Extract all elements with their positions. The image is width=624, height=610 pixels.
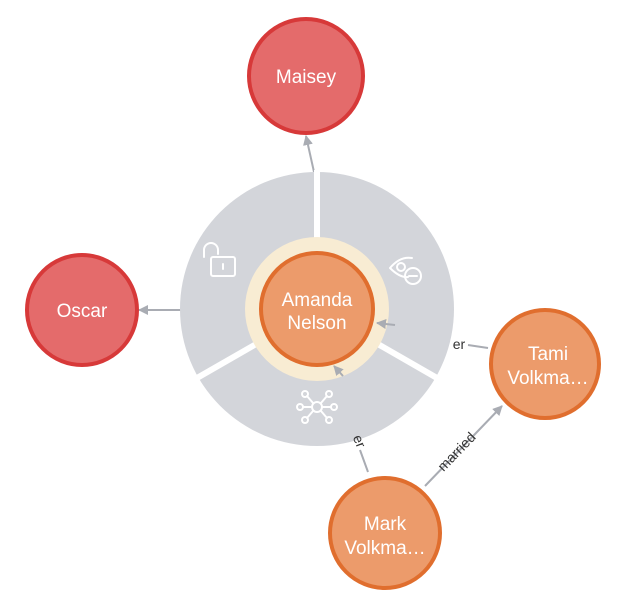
edge-mark-amanda[interactable] xyxy=(359,449,369,473)
node-circle xyxy=(489,308,601,420)
edge-stub xyxy=(333,365,344,377)
node-mark-volkman[interactable]: Mark Volkma… xyxy=(328,476,442,590)
edge-mark-tami[interactable] xyxy=(424,405,503,487)
node-circle xyxy=(247,17,365,135)
node-maisey[interactable]: Maisey xyxy=(247,17,365,135)
unlock-icon[interactable] xyxy=(203,242,236,277)
node-amanda-nelson[interactable]: Amanda Nelson xyxy=(245,237,389,381)
expand-relationships-icon[interactable] xyxy=(296,390,338,424)
node-label: Volkma… xyxy=(507,368,588,389)
edge-tami-amanda[interactable] xyxy=(467,344,489,349)
node-circle xyxy=(25,253,139,367)
node-label: Mark xyxy=(364,514,407,535)
node-label: Tami xyxy=(528,344,568,365)
node-tami-volkman[interactable]: Tami Volkma… xyxy=(489,308,601,420)
node-label: Oscar xyxy=(57,301,108,322)
edge-label-married: married xyxy=(434,429,478,474)
node-label: Volkma… xyxy=(344,538,425,559)
node-label: Maisey xyxy=(276,67,337,88)
node-circle xyxy=(259,251,375,367)
edge-stub xyxy=(376,319,396,329)
node-circle xyxy=(328,476,442,590)
node-oscar[interactable]: Oscar xyxy=(25,253,139,367)
edge-label-truncated: er xyxy=(453,336,466,352)
node-label: Nelson xyxy=(287,313,346,334)
node-label: Amanda xyxy=(282,290,353,311)
edge-label-truncated: er xyxy=(350,432,370,450)
hide-node-icon[interactable] xyxy=(389,256,422,285)
edge-amanda-maisey[interactable] xyxy=(303,135,315,173)
